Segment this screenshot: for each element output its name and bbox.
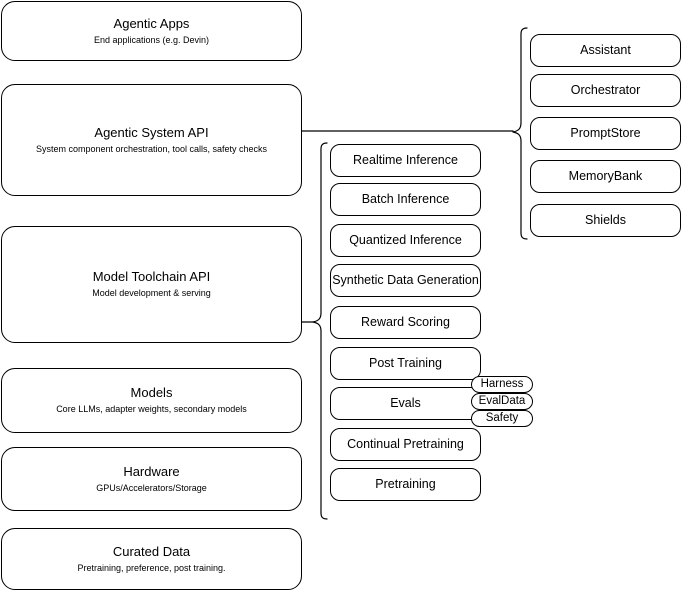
eval-badge-label: Safety xyxy=(485,412,519,424)
eval-badge-safety[interactable]: Safety xyxy=(471,410,533,427)
eval-badge-label: Harness xyxy=(480,378,524,390)
layer-subtitle: System component orchestration, tool cal… xyxy=(35,143,268,154)
eval-badge-evaldata[interactable]: EvalData xyxy=(471,393,533,410)
toolchain-label: Realtime Inference xyxy=(353,153,458,167)
toolchain-label: Synthetic Data Generation xyxy=(332,273,479,287)
layer-subtitle: GPUs/Accelerators/Storage xyxy=(96,482,207,493)
system-label: MemoryBank xyxy=(568,169,643,183)
toolchain-label: Evals xyxy=(390,396,421,410)
layer-box-hardware[interactable]: Hardware GPUs/Accelerators/Storage xyxy=(1,447,302,511)
system-box-assistant[interactable]: Assistant xyxy=(530,34,681,67)
toolchain-box-pretraining[interactable]: Pretraining xyxy=(330,468,481,501)
toolchain-box-post-training[interactable]: Post Training xyxy=(330,347,481,380)
system-label: Shields xyxy=(585,213,626,227)
layer-box-curated-data[interactable]: Curated Data Pretraining, preference, po… xyxy=(1,528,302,590)
toolchain-label: Pretraining xyxy=(375,477,436,491)
toolchain-box-reward-scoring[interactable]: Reward Scoring xyxy=(330,306,481,339)
layer-box-agentic-apps[interactable]: Agentic Apps End applications (e.g. Devi… xyxy=(1,1,302,61)
layer-box-agentic-system-api[interactable]: Agentic System API System component orch… xyxy=(1,84,302,196)
layer-subtitle: End applications (e.g. Devin) xyxy=(93,34,210,45)
system-label: Assistant xyxy=(580,43,631,57)
layer-title: Models xyxy=(130,385,173,400)
toolchain-label: Batch Inference xyxy=(361,192,450,206)
toolchain-components-brace xyxy=(312,142,328,520)
layer-title: Curated Data xyxy=(112,543,191,559)
layer-box-models[interactable]: Models Core LLMs, adapter weights, secon… xyxy=(1,368,302,433)
layer-box-model-toolchain-api[interactable]: Model Toolchain API Model development & … xyxy=(1,226,302,343)
toolchain-label: Reward Scoring xyxy=(361,315,450,329)
system-box-shields[interactable]: Shields xyxy=(530,204,681,237)
layer-subtitle: Pretraining, preference, post training. xyxy=(77,562,226,573)
toolchain-label: Continual Pretraining xyxy=(347,437,464,451)
layer-title: Model Toolchain API xyxy=(92,269,211,284)
system-box-memorybank[interactable]: MemoryBank xyxy=(530,160,681,193)
layer-title: Agentic Apps xyxy=(113,15,190,31)
system-label: PromptStore xyxy=(570,126,641,140)
eval-badge-label: EvalData xyxy=(478,395,526,407)
system-label: Orchestrator xyxy=(570,83,641,97)
toolchain-box-batch-inference[interactable]: Batch Inference xyxy=(330,183,481,216)
toolchain-box-continual-pretraining[interactable]: Continual Pretraining xyxy=(330,428,481,461)
toolchain-label: Post Training xyxy=(369,356,442,370)
toolchain-box-evals[interactable]: Evals xyxy=(330,387,481,420)
toolchain-box-quantized-inference[interactable]: Quantized Inference xyxy=(330,224,481,257)
system-box-orchestrator[interactable]: Orchestrator xyxy=(530,74,681,107)
layer-subtitle: Core LLMs, adapter weights, secondary mo… xyxy=(56,404,247,414)
system-box-promptstore[interactable]: PromptStore xyxy=(530,117,681,150)
toolchain-box-synthetic-data-generation[interactable]: Synthetic Data Generation xyxy=(330,264,481,297)
eval-badge-harness[interactable]: Harness xyxy=(471,376,533,393)
toolchain-box-realtime-inference[interactable]: Realtime Inference xyxy=(330,144,481,177)
toolchain-label: Quantized Inference xyxy=(349,233,462,247)
layer-title: Agentic System API xyxy=(94,124,209,140)
system-components-brace xyxy=(512,27,528,240)
layer-title: Hardware xyxy=(123,463,180,479)
layer-subtitle: Model development & serving xyxy=(92,288,211,298)
